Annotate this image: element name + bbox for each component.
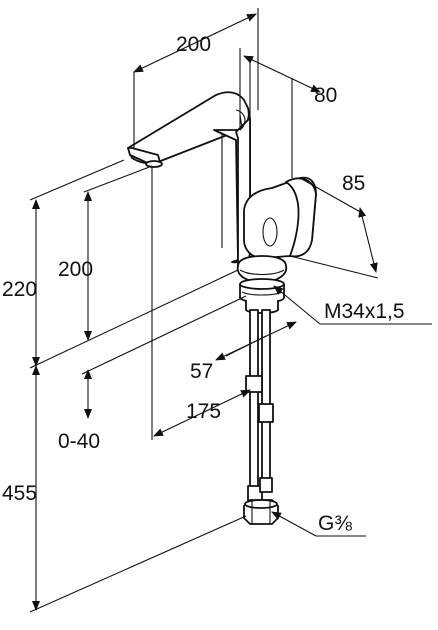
dim-deck-thickness: 0-40 xyxy=(58,369,100,453)
dim-total-height: 220 xyxy=(2,159,125,367)
supply-hoses xyxy=(243,309,279,525)
label-body-depth: 80 xyxy=(314,84,337,107)
label-spout-reach: 200 xyxy=(176,33,211,56)
label-total-height: 220 xyxy=(2,278,37,301)
label-deck-thickness: 0-40 xyxy=(58,430,100,453)
dim-spout-height: 200 xyxy=(58,165,153,341)
label-hole-diameter: 57 xyxy=(190,360,213,383)
deck-lines xyxy=(29,269,247,613)
label-handle-height: 85 xyxy=(342,172,365,195)
dim-handle-height: 85 xyxy=(289,172,379,279)
faucet-body xyxy=(127,91,317,314)
dim-hole-diameter: 57 xyxy=(190,321,297,383)
label-spout-height: 200 xyxy=(58,258,93,281)
dim-connection: G⅜ xyxy=(271,511,366,537)
dim-hose-length: 455 xyxy=(2,482,37,505)
dim-thread: M34x1,5 xyxy=(273,285,432,325)
label-hose-length: 455 xyxy=(2,482,37,505)
label-connection: G⅜ xyxy=(318,512,352,535)
dim-body-depth: 80 xyxy=(243,55,337,178)
dim-hose-offset: 175 xyxy=(151,166,251,440)
label-thread: M34x1,5 xyxy=(324,300,405,323)
dim-spout-reach: 200 xyxy=(133,8,259,148)
label-hose-offset: 175 xyxy=(186,400,221,423)
